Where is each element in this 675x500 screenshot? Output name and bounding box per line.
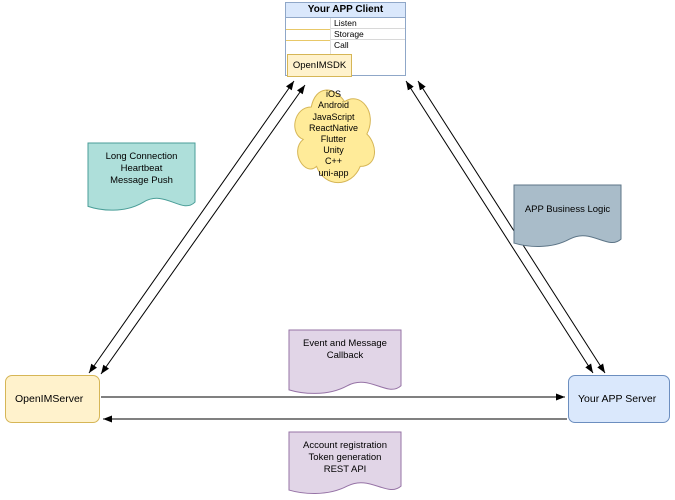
- platforms-list: iOS Android JavaScript ReactNative Flutt…: [281, 80, 386, 188]
- client-grid-cell: [286, 18, 330, 30]
- app-server-node: Your APP Server: [568, 375, 670, 423]
- callout-line: Event and Message: [303, 338, 387, 349]
- connector-openimserver-client-a: [88, 80, 295, 374]
- callout-event-callback: Event and Message Callback: [289, 330, 401, 398]
- callout-rest-api-text: Account registration Token generation RE…: [291, 440, 399, 476]
- document-shape: [514, 185, 621, 251]
- platform-label: C++: [324, 156, 342, 167]
- app-client-methods: Listen Storage Call: [331, 18, 405, 75]
- callout-line: Account registration: [303, 440, 387, 451]
- connector-client-appserver-b: [417, 80, 606, 374]
- callout-line: Long Connection: [105, 151, 178, 162]
- app-client-title: Your APP Client: [286, 3, 405, 18]
- client-method-call: Call: [334, 40, 349, 50]
- platform-label: Unity: [323, 145, 344, 156]
- platform-label: uni-app: [318, 167, 349, 178]
- callout-line: Token generation: [308, 452, 382, 463]
- app-client-body: Listen Storage Call: [286, 18, 405, 75]
- document-shape: [289, 330, 401, 398]
- app-server-label: Your APP Server: [578, 393, 657, 405]
- openim-server-label: OpenIMServer: [15, 393, 84, 405]
- platform-label: Flutter: [320, 134, 347, 144]
- callout-long-connection-text: Long Connection Heartbeat Message Push: [90, 151, 193, 187]
- callout-line: REST API: [323, 464, 367, 475]
- callout-rest-api: Account registration Token generation RE…: [289, 432, 401, 498]
- client-method-listen: Listen: [331, 18, 405, 29]
- platform-label: iOS: [325, 89, 341, 100]
- platform-label: JavaScript: [312, 111, 355, 122]
- callout-line: Callback: [326, 350, 364, 361]
- openim-server-node: OpenIMServer: [5, 375, 100, 423]
- app-client-node: Your APP Client Listen Storage Call: [285, 2, 406, 76]
- callout-line: APP Business Logic: [524, 204, 611, 215]
- platform-label: Android: [317, 100, 350, 111]
- app-client-grid: [286, 18, 331, 75]
- callout-line: Heartbeat: [120, 163, 163, 174]
- client-grid-cell: [286, 30, 330, 41]
- document-shape: [289, 432, 401, 498]
- platform-label: ReactNative: [308, 122, 359, 133]
- callout-event-callback-text: Event and Message Callback: [291, 338, 399, 362]
- client-method-storage: Storage: [331, 29, 405, 40]
- callout-business-logic-text: APP Business Logic: [516, 204, 619, 216]
- callout-business-logic: APP Business Logic: [514, 185, 621, 251]
- connector-openimserver-client-b: [100, 84, 306, 375]
- callout-long-connection: Long Connection Heartbeat Message Push: [88, 143, 195, 215]
- openimsdk-node: OpenIMSDK: [287, 54, 352, 77]
- platforms-cloud: iOS Android JavaScript ReactNative Flutt…: [289, 80, 378, 188]
- callout-line: Message Push: [110, 175, 173, 186]
